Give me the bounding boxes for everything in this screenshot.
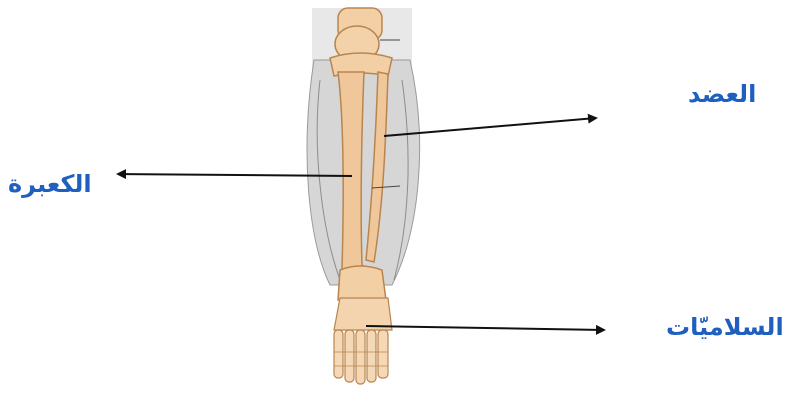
label-humerus: العضد [688,80,756,108]
foot-bones [334,266,392,384]
label-phalanges: السلاميّات [666,313,784,341]
label-radius: الكعبرة [8,170,92,198]
arrow-to-right-bottom-label [366,326,604,330]
